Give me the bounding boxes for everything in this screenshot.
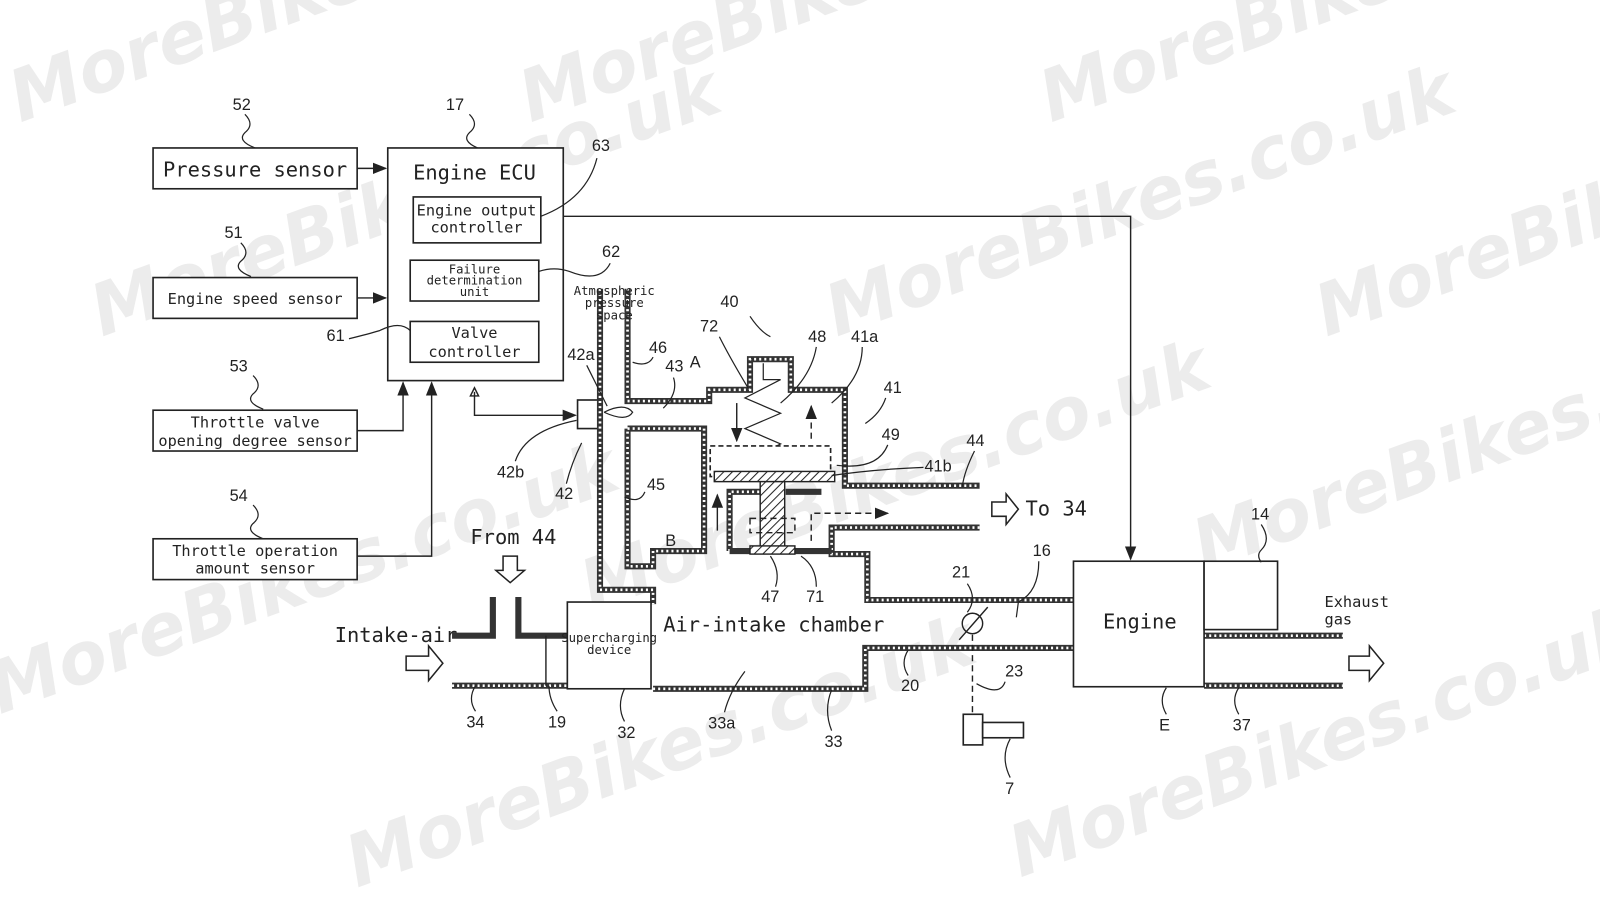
ref-E: E — [1159, 717, 1170, 735]
ref-52: 52 — [233, 96, 251, 114]
to-34-arrow-icon — [991, 491, 1020, 527]
ref-41a: 41a — [851, 328, 879, 346]
throttle-valve-sensor-label: opening degree sensor — [158, 432, 351, 450]
exhaust-gas-label: Exhaust — [1324, 593, 1388, 611]
ref-46: 46 — [649, 339, 667, 357]
ref-44: 44 — [966, 432, 984, 450]
exhaust-arrow-icon — [1348, 643, 1385, 683]
throttle-operation-sensor-label: amount sensor — [195, 559, 315, 577]
ref-40: 40 — [720, 293, 738, 311]
engine-output-controller-label: controller — [430, 219, 522, 237]
ref-41b: 41b — [924, 457, 951, 475]
ref-47: 47 — [761, 588, 779, 606]
ref-54: 54 — [230, 487, 248, 505]
valve-controller-label: Valve — [451, 324, 497, 342]
ref-17: 17 — [446, 96, 464, 114]
to-34-label: To 34 — [1026, 496, 1087, 520]
engine-output-controller-label: Engine output — [417, 201, 537, 219]
engine-speed-sensor-block: Engine speed sensor — [152, 276, 358, 320]
valve-40 — [709, 363, 890, 555]
flow-a-label: A — [690, 353, 701, 371]
ref-53: 53 — [230, 357, 248, 375]
ref-61: 61 — [327, 327, 345, 345]
atmospheric-label: space — [596, 308, 633, 322]
ref-32: 32 — [617, 724, 635, 742]
throttle-operation-sensor-label: Throttle operation — [172, 542, 338, 560]
supercharging-label: Supercharging — [561, 631, 657, 645]
failure-determination-label: Failure — [449, 262, 501, 276]
pressure-sensor-block: Pressure sensor — [152, 147, 358, 190]
ref-21: 21 — [952, 564, 970, 582]
atmospheric-label: Atmospheric — [574, 284, 655, 298]
flow-b-label: B — [665, 532, 676, 550]
from-44-arrow-icon — [493, 555, 527, 584]
failure-determination-label: determination — [427, 274, 523, 288]
from-44-label: From 44 — [470, 525, 556, 549]
supercharging-device — [566, 601, 652, 690]
ref-49: 49 — [882, 426, 900, 444]
ref-71: 71 — [806, 588, 824, 606]
ref-42b: 42b — [497, 464, 524, 482]
ref-33a: 33a — [708, 715, 736, 733]
ref-51: 51 — [224, 224, 242, 242]
ref-41: 41 — [884, 379, 902, 397]
ref-42: 42 — [555, 485, 573, 503]
ref-33: 33 — [824, 733, 842, 751]
ref-43: 43 — [665, 357, 683, 375]
engine-label: Engine — [1103, 610, 1177, 634]
component-14 — [1203, 560, 1279, 631]
ref-14: 14 — [1251, 505, 1269, 523]
throttle-operation-sensor-block: Throttle operation amount sensor — [152, 537, 358, 581]
ref-23: 23 — [1005, 663, 1023, 681]
air-intake-chamber-label: Air-intake chamber — [663, 613, 884, 637]
intake-arrow-icon — [405, 643, 444, 683]
intake-air-label: Intake-air — [335, 623, 458, 647]
failure-determination-label: unit — [460, 285, 489, 299]
ref-16: 16 — [1033, 542, 1051, 560]
ref-72: 72 — [700, 318, 718, 336]
valve-controller-label: controller — [428, 343, 520, 361]
throttle-valve-21 — [958, 606, 989, 715]
actuator-7 — [962, 713, 1025, 746]
reference-numerals: 52 17 63 51 62 61 53 54 40 72 48 41a 41 … — [224, 96, 1269, 798]
engine-ecu-block: Engine ECU Engine output controller Fail… — [386, 147, 565, 382]
ref-42a: 42a — [567, 346, 595, 364]
atmospheric-label: pressure — [585, 296, 644, 310]
air-intake-structure — [452, 288, 1343, 692]
pressure-sensor-label: Pressure sensor — [163, 158, 347, 182]
ref-63: 63 — [592, 137, 610, 155]
throttle-valve-sensor-label: Throttle valve — [191, 414, 320, 432]
ref-37: 37 — [1233, 717, 1251, 735]
ref-48: 48 — [808, 328, 826, 346]
engine-ecu-label: Engine ECU — [413, 161, 536, 185]
exhaust-gas-label: gas — [1324, 610, 1352, 628]
ref-45: 45 — [647, 476, 665, 494]
ref-7: 7 — [1005, 780, 1014, 798]
supercharging-label: device — [587, 643, 631, 657]
ref-19: 19 — [548, 714, 566, 732]
throttle-valve-sensor-block: Throttle valve opening degree sensor — [152, 409, 358, 452]
ref-20: 20 — [901, 677, 919, 695]
ref-62: 62 — [602, 243, 620, 261]
engine-speed-sensor-label: Engine speed sensor — [168, 290, 343, 308]
signal-lines — [357, 162, 1137, 561]
engine-block — [1072, 560, 1205, 688]
ref-34: 34 — [466, 714, 484, 732]
